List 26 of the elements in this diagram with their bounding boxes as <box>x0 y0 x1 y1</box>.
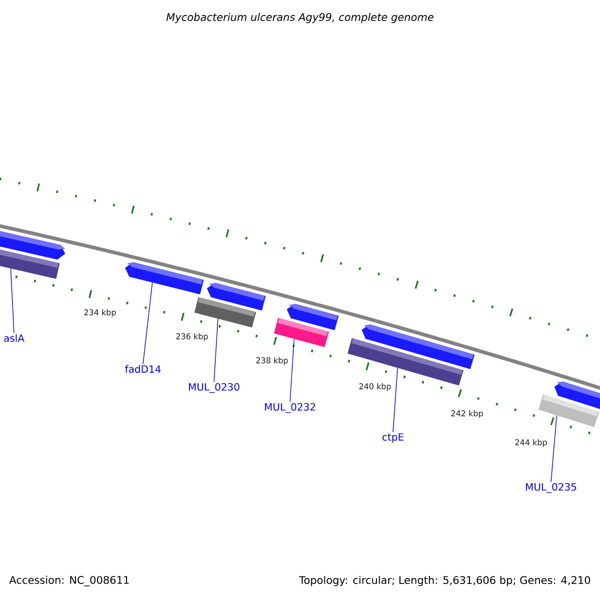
footer-text: Topology: circular; Length: 5,631,606 bp; Genes: 4,210 <box>299 576 590 586</box>
gene-label: MUL_0235 <box>526 483 576 493</box>
leader-line <box>214 318 218 382</box>
scale-label: 242 kbp <box>451 410 483 418</box>
leader-line <box>290 338 294 402</box>
scale-label: 236 kbp <box>176 333 208 341</box>
gene-feature <box>125 262 204 294</box>
scale-label: 238 kbp <box>256 357 288 365</box>
gene-label: aslA <box>4 334 24 342</box>
gene-label: fadD14 <box>125 365 161 373</box>
gene-feature <box>538 394 600 428</box>
gene-feature <box>0 248 60 279</box>
leader-line <box>392 367 398 432</box>
scale-label: 244 kbp <box>515 439 547 447</box>
title: Mycobacterium ulcerans Agy99, complete genome <box>166 12 434 24</box>
gene-label: MUL_0230 <box>189 383 240 393</box>
gene-feature <box>274 318 329 348</box>
gene-label: ctpE <box>382 433 404 443</box>
leader-line <box>10 268 14 334</box>
gene-label: MUL_0232 <box>265 403 315 413</box>
leader-line <box>550 415 558 482</box>
gene-feature <box>194 297 256 328</box>
footer-text: Accession: NC_008611 <box>9 576 129 586</box>
scale-label: 234 kbp <box>84 309 116 317</box>
scale-label: 240 kbp <box>359 383 391 391</box>
leader-line <box>142 282 153 364</box>
